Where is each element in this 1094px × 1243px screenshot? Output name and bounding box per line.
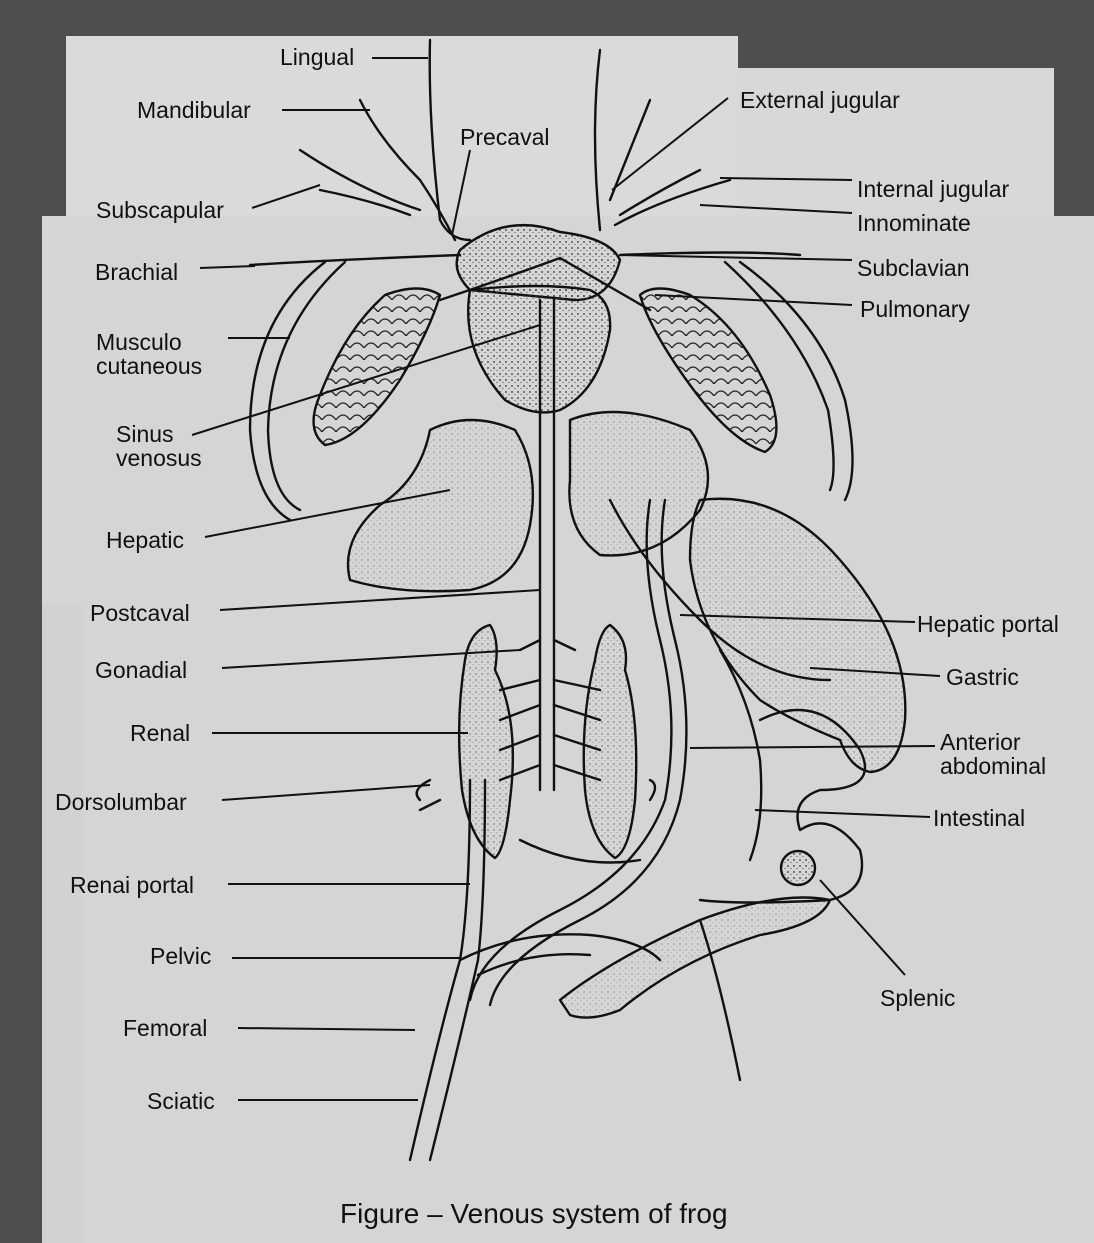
label-sinus-venosus: Sinus venosus <box>116 421 202 471</box>
label-subscapular: Subscapular <box>96 197 224 223</box>
label-anterior-abdominal: Anterior abdominal <box>940 729 1047 779</box>
rectum-shape <box>558 896 832 1019</box>
liver-right-lobe <box>568 410 710 557</box>
label-brachial: Brachial <box>95 259 179 285</box>
label-dorsolumbar: Dorsolumbar <box>55 789 187 815</box>
label-pelvic: Pelvic <box>150 943 212 969</box>
label-mandibular: Mandibular <box>137 97 251 123</box>
label-musculo-cutaneous: Musculo cutaneous <box>96 329 203 379</box>
label-precaval: Precaval <box>460 124 550 150</box>
label-lingual: Lingual <box>280 44 355 70</box>
label-hepatic: Hepatic <box>106 527 184 553</box>
label-external-jugular: External jugular <box>740 87 900 113</box>
stomach-shape <box>688 497 907 774</box>
label-splenic: Splenic <box>880 985 956 1011</box>
paper-sheet-right <box>738 68 1054 228</box>
left-kidney <box>457 623 515 860</box>
label-intestinal: Intestinal <box>933 805 1026 831</box>
label-renal: Renal <box>130 720 191 746</box>
label-sciatic: Sciatic <box>147 1088 215 1114</box>
right-kidney <box>582 623 638 860</box>
label-hepatic-portal: Hepatic portal <box>917 611 1059 637</box>
label-internal-jugular: Internal jugular <box>857 176 1010 202</box>
label-gastric: Gastric <box>946 664 1019 690</box>
label-postcaval: Postcaval <box>90 600 190 626</box>
label-femoral: Femoral <box>123 1015 208 1041</box>
liver-left-lobe <box>346 418 535 593</box>
label-gonadial: Gonadial <box>95 657 188 683</box>
label-subclavian: Subclavian <box>857 255 970 281</box>
paper-sheet-left <box>42 604 82 1243</box>
figure-caption: Figure – Venous system of frog <box>340 1198 728 1229</box>
right-lung <box>638 287 778 454</box>
label-pulmonary: Pulmonary <box>860 296 970 322</box>
label-innominate: Innominate <box>857 210 971 236</box>
left-lung <box>312 287 442 447</box>
label-renal-portal: Renai portal <box>70 872 195 898</box>
spleen-shape <box>779 849 817 887</box>
